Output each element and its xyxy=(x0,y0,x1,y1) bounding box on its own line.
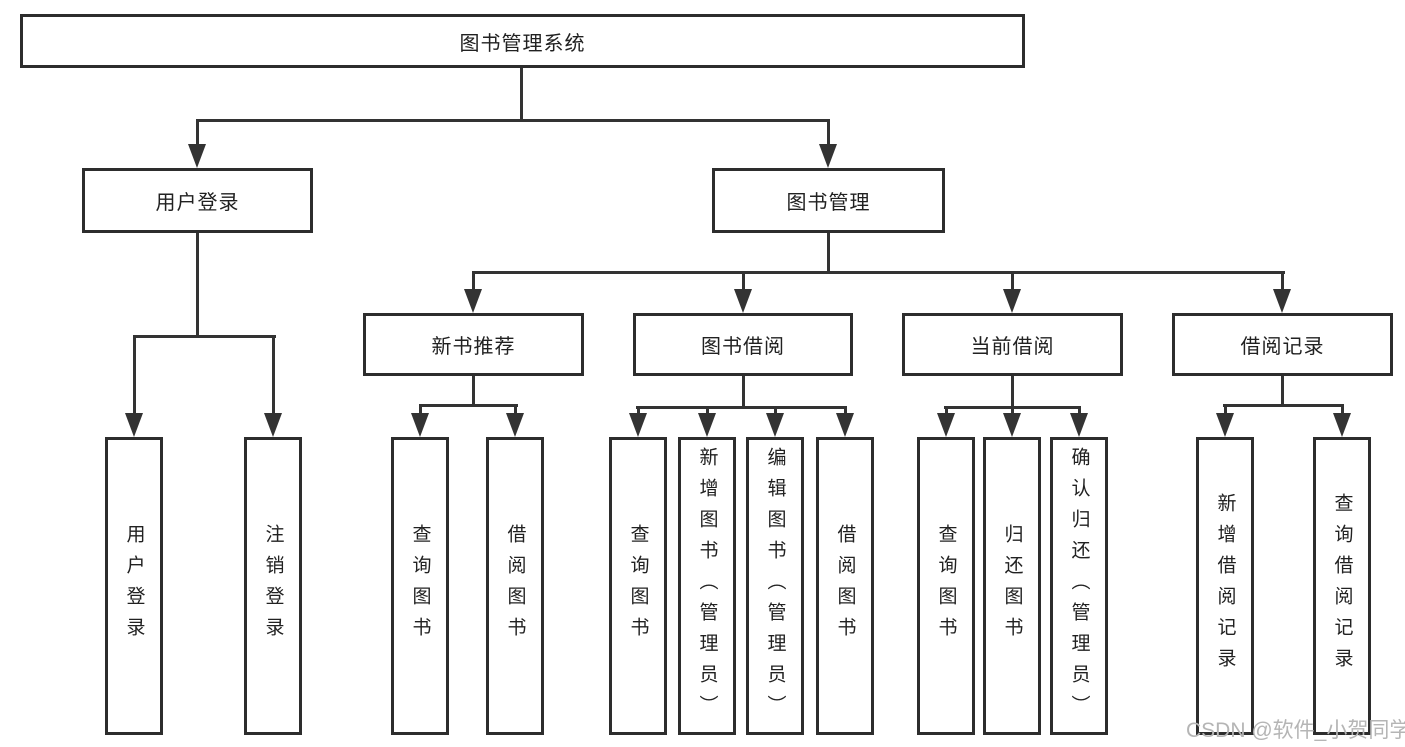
arrow-down-icon xyxy=(1216,413,1234,437)
arrow-down-icon xyxy=(125,413,143,437)
leaf-borrow-books-borrow: 借阅图书 xyxy=(816,437,874,735)
leaf-label: 查询图书 xyxy=(935,524,957,648)
connector-v-line xyxy=(514,404,517,415)
connector-h-line xyxy=(1223,404,1344,407)
leaf-return-books: 归还图书 xyxy=(983,437,1041,735)
leaf-borrow-books-newbooks: 借阅图书 xyxy=(486,437,544,735)
connector-v-line xyxy=(742,376,745,409)
leaf-label: 确认归还（管理员） xyxy=(1068,446,1090,726)
connector-v-line xyxy=(196,119,199,146)
connector-v-line xyxy=(196,233,199,338)
leaf-label: 用户登录 xyxy=(123,524,145,648)
connector-h-line xyxy=(196,119,830,122)
node-user-login: 用户登录 xyxy=(82,168,313,233)
arrow-down-icon xyxy=(1333,413,1351,437)
arrow-down-icon xyxy=(1070,413,1088,437)
connector-v-line xyxy=(1224,404,1227,415)
leaf-label: 新增借阅记录 xyxy=(1214,493,1236,679)
connector-v-line xyxy=(1011,406,1014,415)
connector-h-line xyxy=(472,271,1285,274)
leaf-confirm-return-admin: 确认归还（管理员） xyxy=(1050,437,1108,735)
arrow-down-icon xyxy=(819,144,837,168)
node-library-management-system: 图书管理系统 xyxy=(20,14,1025,68)
leaf-user-login: 用户登录 xyxy=(105,437,163,735)
arrow-down-icon xyxy=(836,413,854,437)
node-label: 新书推荐 xyxy=(431,336,516,358)
leaf-label: 归还图书 xyxy=(1001,524,1023,648)
leaf-label: 注销登录 xyxy=(262,524,284,648)
leaf-label: 编辑图书（管理员） xyxy=(764,446,786,726)
leaf-logout: 注销登录 xyxy=(244,437,302,735)
leaf-add-borrow-record: 新增借阅记录 xyxy=(1196,437,1254,735)
connector-v-line xyxy=(774,406,777,415)
leaf-query-borrow-record: 查询借阅记录 xyxy=(1313,437,1371,735)
connector-h-line xyxy=(133,335,276,338)
leaf-label: 查询图书 xyxy=(409,524,431,648)
leaf-label: 查询借阅记录 xyxy=(1331,493,1353,679)
connector-v-line xyxy=(472,376,475,407)
arrow-down-icon xyxy=(698,413,716,437)
node-book-borrowing: 图书借阅 xyxy=(633,313,853,376)
arrow-down-icon xyxy=(188,144,206,168)
arrow-down-icon xyxy=(411,413,429,437)
node-new-book-recommendation: 新书推荐 xyxy=(363,313,584,376)
node-label: 图书借阅 xyxy=(701,336,785,358)
node-label: 用户登录 xyxy=(155,192,240,214)
arrow-down-icon xyxy=(937,413,955,437)
node-label: 图书管理 xyxy=(786,192,871,214)
leaf-label: 借阅图书 xyxy=(504,524,526,648)
leaf-label: 新增图书（管理员） xyxy=(696,446,718,726)
connector-v-line xyxy=(637,406,640,415)
connector-v-line xyxy=(419,404,422,415)
arrow-down-icon xyxy=(734,289,752,313)
connector-v-line xyxy=(742,271,745,291)
connector-v-line xyxy=(1011,271,1014,291)
arrow-down-icon xyxy=(464,289,482,313)
node-current-borrowing: 当前借阅 xyxy=(902,313,1123,376)
node-book-management: 图书管理 xyxy=(712,168,945,233)
connector-v-line xyxy=(706,406,709,415)
node-label: 借阅记录 xyxy=(1240,336,1325,358)
connector-v-line xyxy=(1011,376,1014,409)
leaf-label: 借阅图书 xyxy=(834,524,856,648)
connector-v-line xyxy=(520,68,523,122)
connector-v-line xyxy=(1281,271,1284,291)
arrow-down-icon xyxy=(629,413,647,437)
connector-v-line xyxy=(272,335,275,415)
arrow-down-icon xyxy=(1003,413,1021,437)
leaf-query-books-borrow: 查询图书 xyxy=(609,437,667,735)
connector-v-line xyxy=(1078,406,1081,415)
arrow-down-icon xyxy=(264,413,282,437)
arrow-down-icon xyxy=(1273,289,1291,313)
connector-v-line xyxy=(133,335,136,415)
leaf-label: 查询图书 xyxy=(627,524,649,648)
connector-v-line xyxy=(844,406,847,415)
connector-v-line xyxy=(1341,404,1344,415)
connector-h-line xyxy=(636,406,846,409)
arrow-down-icon xyxy=(1003,289,1021,313)
node-label: 当前借阅 xyxy=(970,336,1055,358)
connector-v-line xyxy=(827,119,830,146)
leaf-edit-book-admin: 编辑图书（管理员） xyxy=(746,437,804,735)
leaf-query-books-current: 查询图书 xyxy=(917,437,975,735)
connector-v-line xyxy=(945,406,948,415)
connector-v-line xyxy=(472,271,475,291)
connector-v-line xyxy=(827,233,830,274)
csdn-watermark: CSDN @软件_小贺同学 xyxy=(1186,719,1405,742)
node-label: 图书管理系统 xyxy=(459,32,586,55)
leaf-add-book-admin: 新增图书（管理员） xyxy=(678,437,736,735)
connector-v-line xyxy=(1281,376,1284,407)
leaf-query-books-newbooks: 查询图书 xyxy=(391,437,449,735)
arrow-down-icon xyxy=(506,413,524,437)
node-borrowing-records: 借阅记录 xyxy=(1172,313,1393,376)
connector-h-line xyxy=(419,404,518,407)
arrow-down-icon xyxy=(766,413,784,437)
